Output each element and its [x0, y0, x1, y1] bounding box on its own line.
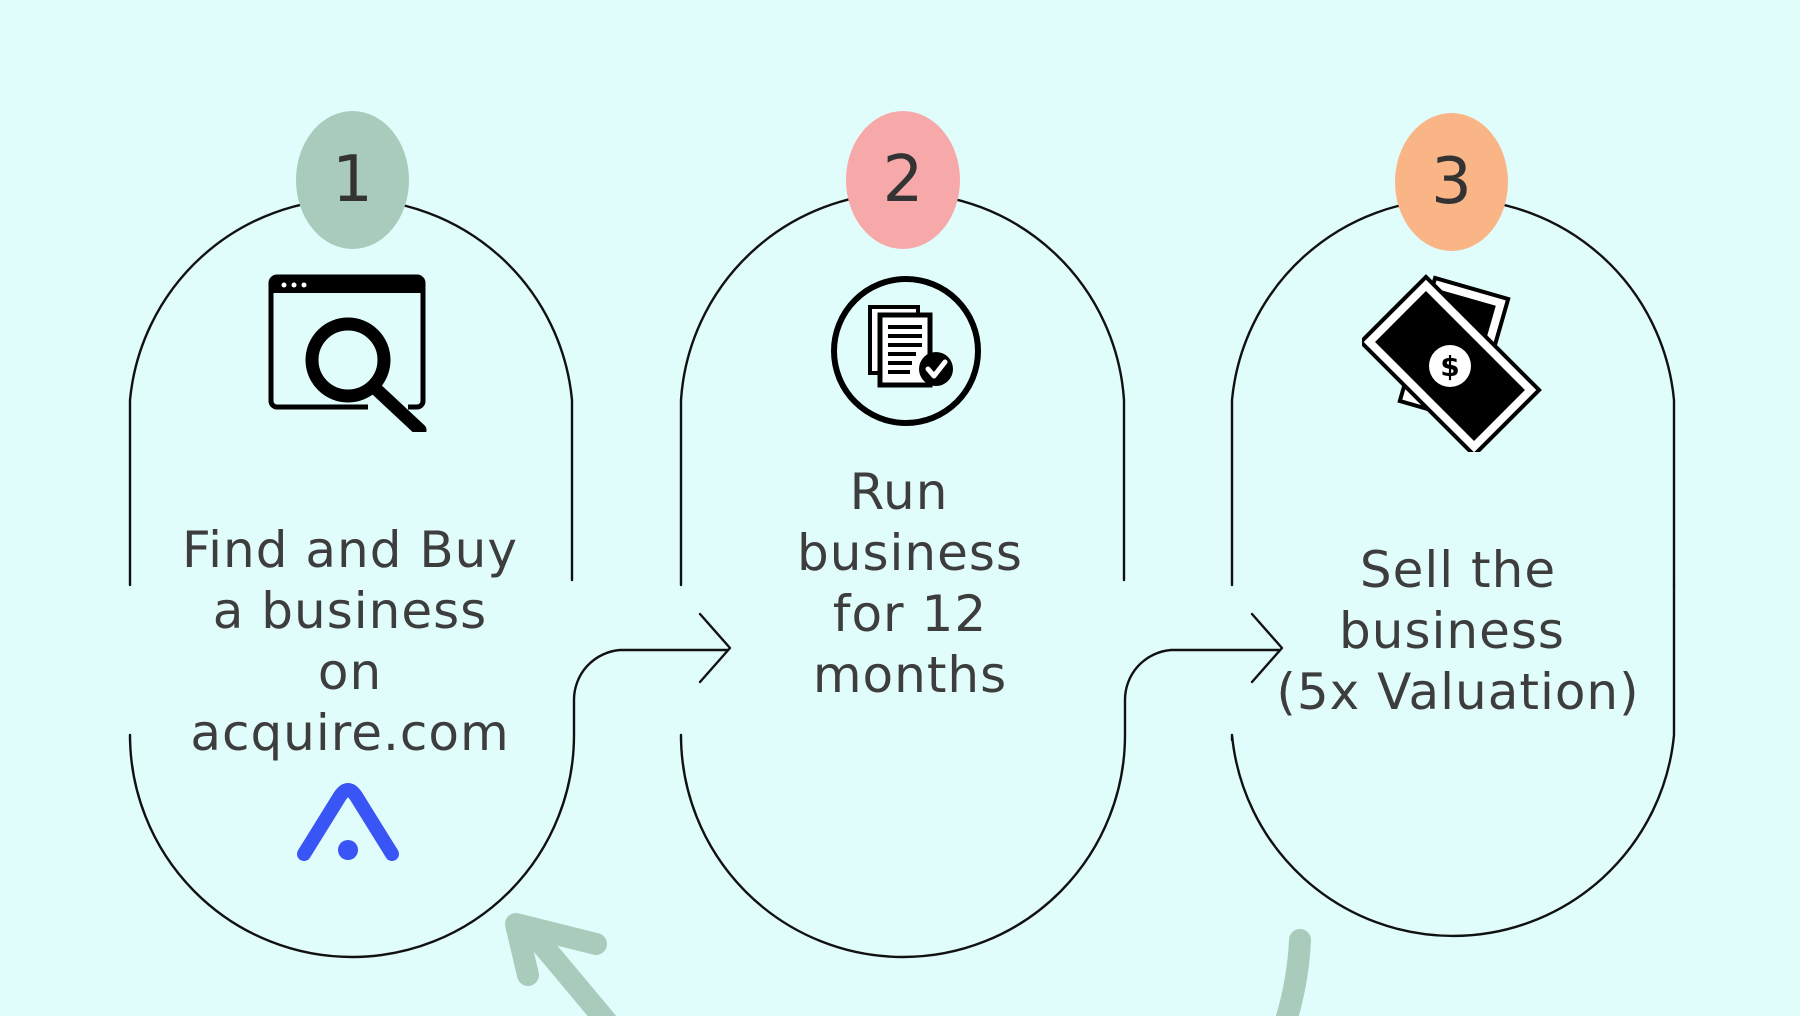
step-3-description: Sell the business (5x Valuation) [1276, 541, 1640, 721]
acquire-logo [297, 783, 399, 861]
step-3-number-badge: 3 [1395, 113, 1508, 251]
documents-checkmark-icon [831, 276, 981, 426]
step-3-number: 3 [1431, 145, 1472, 219]
money-bills-icon: $ [1362, 274, 1542, 452]
svg-text:$: $ [1440, 350, 1459, 383]
step-1-description: Find and Buy a business on acquire.com [182, 521, 518, 762]
pill-3-outline-bottom [1230, 583, 1676, 938]
pill-2-outline-bottom [679, 648, 1281, 959]
cycle-arrow [505, 913, 1311, 1016]
step-2-number-badge: 2 [846, 111, 960, 249]
step-1-number: 1 [332, 143, 373, 217]
step-2-description: Run business for 12 months [797, 463, 1023, 704]
arrow-head-1 [698, 612, 732, 684]
step-2-number: 2 [882, 143, 924, 217]
arrow-head-2 [1250, 612, 1284, 684]
step-1-number-badge: 1 [296, 111, 409, 249]
browser-search-icon [268, 274, 427, 432]
pill-1-outline-bottom [128, 648, 730, 959]
